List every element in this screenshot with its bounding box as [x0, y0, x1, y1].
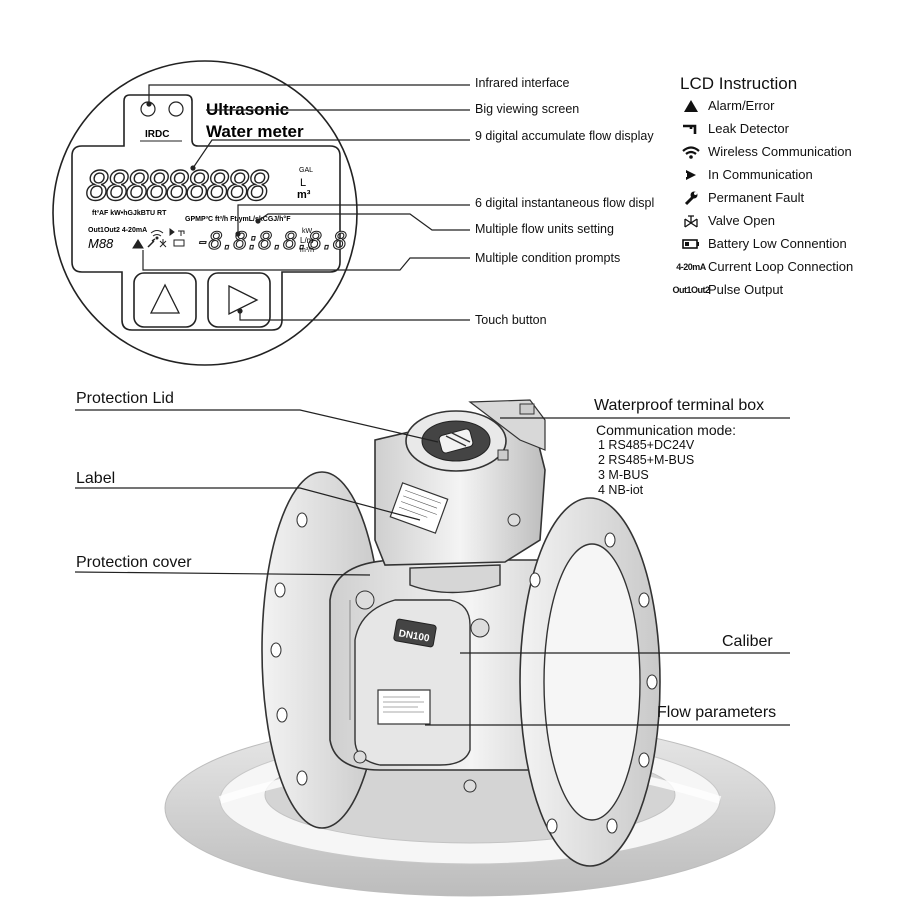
valve-icon [674, 212, 708, 230]
brand-logo: IRDC [145, 129, 169, 140]
lcd-item-label: Wireless Communication [708, 144, 852, 159]
communication-mode-item: 4 NB-iot [598, 483, 644, 497]
lcd-item-alarm: Alarm/Error [674, 94, 900, 117]
wireless-icon [674, 143, 708, 161]
alarm-icon [674, 97, 708, 115]
unit-kw: kW [302, 228, 313, 235]
lcd-item-pulse: Out1Out2 Pulse Output [672, 278, 900, 301]
callout-caliber: Caliber [722, 633, 773, 650]
lcd-item-label: Battery Low Connention [708, 236, 847, 251]
right-arrow-icon [228, 284, 259, 316]
communication-mode-item: 3 M-BUS [598, 468, 649, 482]
battery-low-icon [674, 235, 708, 253]
display-leader-lines [142, 84, 470, 321]
unit-l: L [300, 177, 306, 189]
wrench-icon [674, 189, 708, 207]
up-arrow-icon [149, 283, 181, 314]
leak-detector-icon [674, 120, 708, 138]
lcd-item-leak: Leak Detector [674, 117, 900, 140]
meter-body-illustration: DN100 [74, 399, 790, 897]
accumulate-flow-digits: 888888888 [86, 164, 269, 210]
flow-parameters-plate [377, 689, 431, 725]
lcd-item-fault: Permanent Fault [674, 186, 900, 209]
right-flange [519, 497, 661, 867]
meter-title-line2: Water meter [206, 122, 304, 141]
lcd-item-label: Current Loop Connection [708, 259, 854, 274]
unit-m3: m³ [297, 189, 311, 201]
lcd-item-current-loop: 4-20mA Current Loop Connection [674, 255, 900, 278]
meter-display-closeup: IRDC Ultrasonic Water meter 888888888 GA… [52, 60, 470, 366]
lcd-item-wireless: Wireless Communication [674, 140, 900, 163]
lcd-item-valve: Valve Open [674, 209, 900, 232]
callout-infrared-interface: Infrared interface [475, 76, 570, 90]
communication-mode-title: Communication mode: [596, 422, 737, 438]
lcd-item-label: Leak Detector [708, 121, 789, 136]
infrared-window-right [168, 101, 184, 117]
unit-m3h: m³/h [300, 247, 314, 254]
instantaneous-flow-digits: -8.8:8.8.8.8 [196, 227, 347, 255]
callout-instantaneous-flow: 6 digital instantaneous flow displ [475, 196, 655, 210]
communication-mode-list: 1 RS485+DC24V 2 RS485+M-BUS 3 M-BUS 4 NB… [598, 438, 694, 498]
callout-big-viewing-screen: Big viewing screen [475, 102, 580, 116]
meter-neck [409, 564, 501, 594]
terminal-box [374, 399, 546, 566]
lcd-item-label: Pulse Output [708, 282, 784, 297]
current-loop-icon: 4-20mA [676, 261, 706, 272]
callout-protection-lid: Protection Lid [76, 390, 174, 407]
out-label: Out1Out2 4-20mA [88, 227, 147, 234]
callout-accumulate-flow: 9 digital accumulate flow display [475, 129, 654, 143]
lcd-item-label: In Communication [708, 167, 813, 182]
unit-gal: GAL [299, 167, 313, 174]
in-communication-icon [674, 166, 708, 184]
units-row-1: ft³AF kW•hGJkBTU RT [92, 210, 167, 217]
lcd-item-label: Permanent Fault [708, 190, 805, 205]
lcd-item-battery: Battery Low Connention [674, 232, 900, 255]
lcd-item-label: Alarm/Error [708, 98, 775, 113]
callout-flow-units: Multiple flow units setting [475, 222, 614, 236]
callout-protection-cover: Protection cover [76, 554, 192, 571]
unit-lm: L/m [300, 236, 314, 245]
callout-flow-parameters: Flow parameters [657, 704, 777, 721]
lcd-item-label: Valve Open [708, 213, 775, 228]
pulse-output-icon: Out1Out2 [672, 284, 711, 295]
lcd-instruction-list: Alarm/Error Leak Detector Wireless Commu… [672, 94, 900, 301]
callout-terminal-box: Waterproof terminal box [594, 397, 765, 414]
display-status-icons [132, 228, 185, 249]
communication-mode-item: 1 RS485+DC24V [598, 438, 695, 452]
callout-label: Label [76, 470, 116, 487]
callout-condition-prompts: Multiple condition prompts [475, 251, 621, 265]
callout-touch-button: Touch button [475, 313, 547, 327]
lcd-instruction-title: LCD Instruction [680, 74, 798, 93]
display-panel [71, 94, 341, 331]
communication-mode-item: 2 RS485+M-BUS [598, 453, 695, 467]
lcd-item-in-communication: In Communication [674, 163, 900, 186]
m-label: M88 [88, 236, 114, 251]
meter-leader-lines [74, 409, 790, 726]
caliber-badge: DN100 [398, 628, 431, 644]
